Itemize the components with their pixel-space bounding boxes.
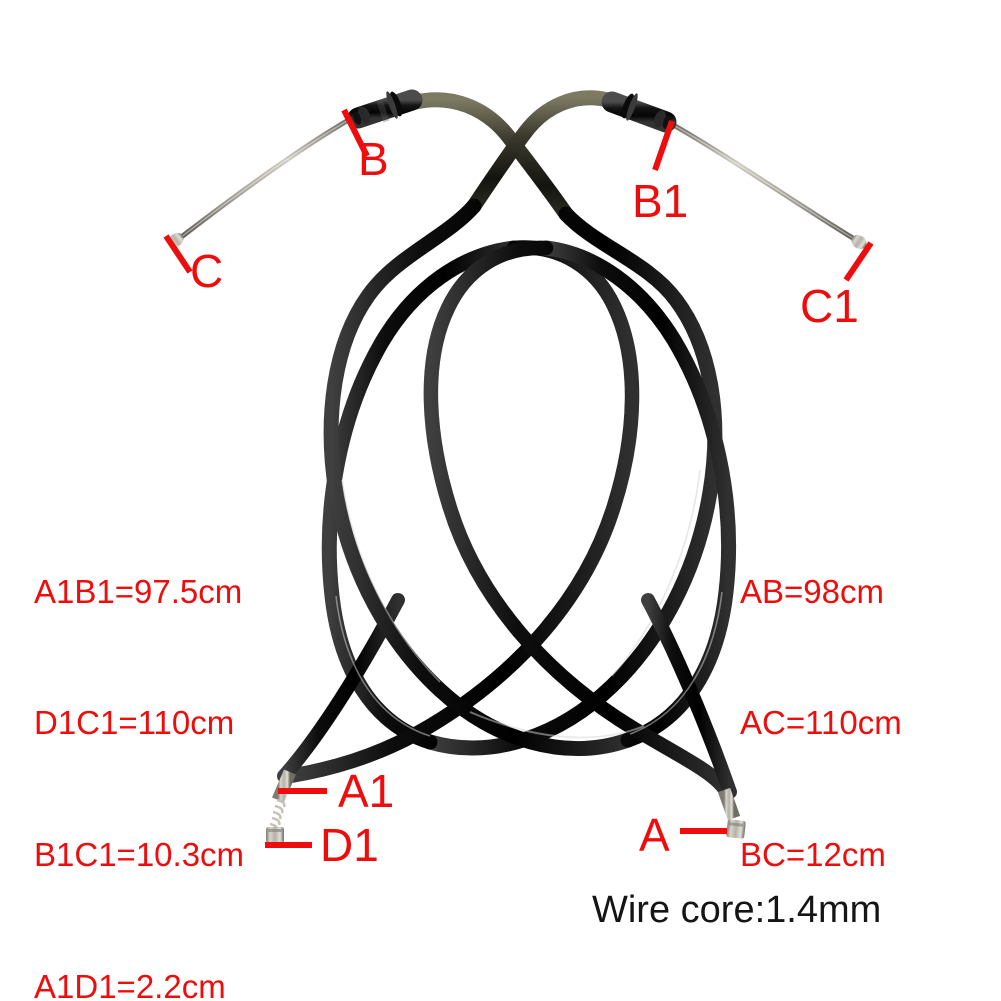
measurement-block-right: AB=98cm AC=110cm BC=12cm (740, 482, 902, 965)
point-label-c: C (190, 245, 224, 297)
leader-line-c (163, 234, 193, 274)
cable-right-loop-outer (323, 198, 636, 757)
inner-wire-b1c1 (665, 119, 867, 250)
measurement-d1c1: D1C1=110cm (34, 704, 235, 742)
cable-left-loop-outer (422, 206, 723, 756)
leader-line-b (341, 108, 370, 158)
cable-left-tail (282, 240, 640, 784)
cable-end-fitting-a1-d1 (266, 769, 296, 843)
measurement-bc: BC=12cm (740, 836, 886, 873)
cable-end-fitting-b1 (601, 91, 677, 133)
cable-right-drop (641, 593, 737, 799)
cable-assembly-right (323, 90, 867, 839)
cable-right-tail (423, 240, 732, 796)
point-label-c1: C1 (800, 280, 859, 332)
cable-right-upper-sheath (466, 90, 616, 214)
leader-line-c1 (843, 241, 874, 282)
leader-line-b1 (652, 120, 675, 171)
measurement-a1d1: A1D1=2.2cm (34, 967, 226, 1001)
leader-lines (163, 108, 874, 848)
measurement-a1b1: A1B1=97.5cm (34, 572, 243, 610)
point-label-b1: B1 (632, 175, 689, 227)
cable-left-upper-sheath (408, 92, 574, 222)
measurement-ac: AC=110cm (740, 704, 902, 742)
measurement-ab: AB=98cm (740, 572, 884, 610)
point-label-a1: A1 (338, 765, 395, 817)
inner-wire-bc (168, 115, 355, 248)
point-label-a: A (639, 809, 670, 861)
point-label-b: B (358, 133, 389, 185)
cable-end-fitting-a (717, 787, 746, 839)
measurement-b1c1: B1C1=10.3cm (34, 836, 245, 873)
wire-core-note: Wire core:1.4mm (592, 889, 882, 931)
point-label-d1: D1 (320, 819, 379, 871)
measurement-block-left: A1B1=97.5cm D1C1=110cm B1C1=10.3cm A1D1=… (34, 482, 244, 1001)
cable-end-fitting-b (347, 89, 423, 129)
